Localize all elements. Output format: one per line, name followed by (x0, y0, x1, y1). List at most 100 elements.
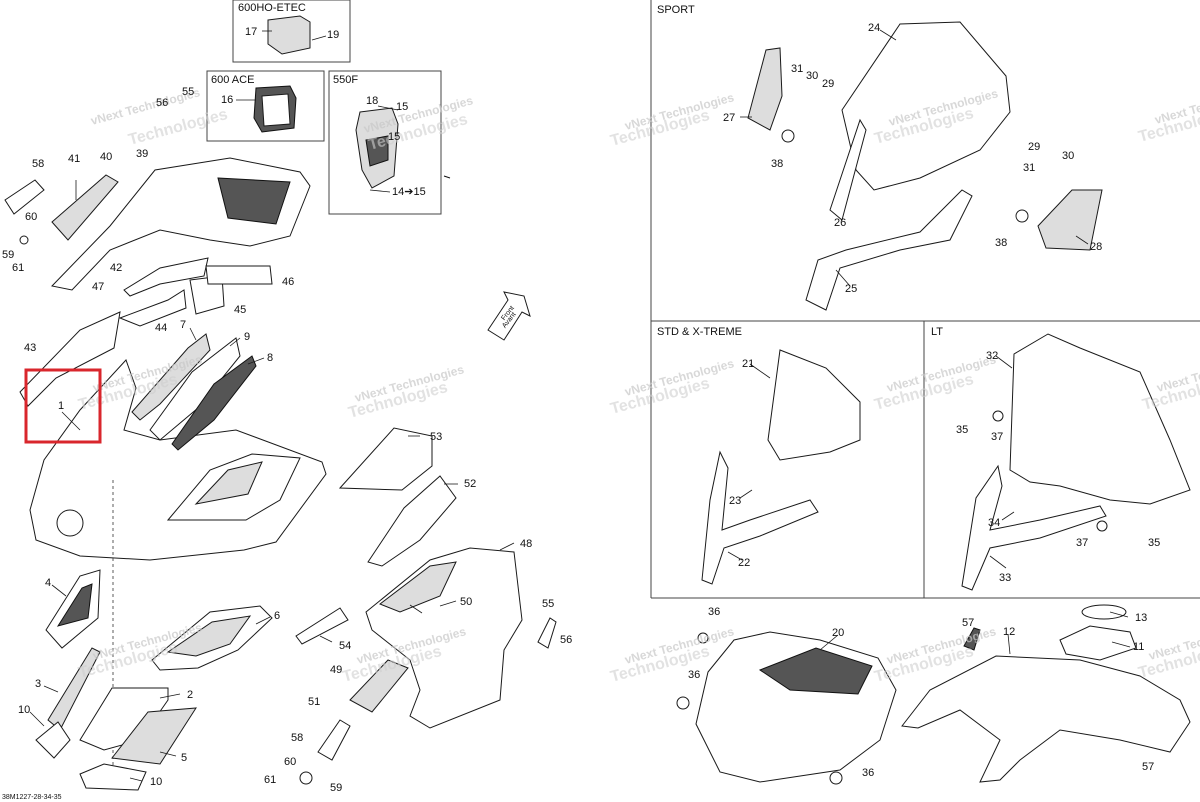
part-callout[interactable]: 50 (460, 596, 472, 608)
part-callout[interactable]: 2 (187, 689, 193, 701)
part-13-ring (1081, 604, 1127, 620)
part-callout[interactable]: 49 (330, 664, 342, 676)
part-callout[interactable]: 58 (32, 158, 44, 170)
part-callout[interactable]: 37 (1076, 537, 1088, 549)
part-callout[interactable]: 56 (156, 97, 168, 109)
part-12-console (901, 655, 1191, 783)
part-callout[interactable]: 43 (24, 342, 36, 354)
part-callout[interactable]: 38 (995, 237, 1007, 249)
part-callout[interactable]: 58 (291, 732, 303, 744)
section-title-sport: SPORT (657, 4, 695, 16)
part-callout[interactable]: 3 (35, 678, 41, 690)
part-callout[interactable]: 14➔15 (392, 186, 426, 198)
part-callout[interactable]: 9 (244, 331, 250, 343)
part-callout[interactable]: 4 (45, 577, 51, 589)
part-callout[interactable]: 1 (58, 400, 64, 412)
part-callout[interactable]: 45 (234, 304, 246, 316)
part-callout[interactable]: 16 (221, 94, 233, 106)
front-arrow: Front Avant (487, 291, 531, 341)
part-28-mirror (1037, 189, 1103, 251)
part-callout[interactable]: 41 (68, 153, 80, 165)
part-27-mirror (747, 47, 783, 131)
part-callout[interactable]: 12 (1003, 626, 1015, 638)
part-callout[interactable]: 60 (284, 756, 296, 768)
part-callout[interactable]: 54 (339, 640, 351, 652)
part-callout[interactable]: 10 (150, 776, 162, 788)
console-parts (676, 604, 1191, 785)
part-callout[interactable]: 7 (180, 319, 186, 331)
part-callout[interactable]: 33 (999, 572, 1011, 584)
part-callout[interactable]: 6 (274, 610, 280, 622)
part-callout[interactable]: 47 (92, 281, 104, 293)
part-43-trim (19, 311, 121, 407)
part-callout[interactable]: 35 (1148, 537, 1160, 549)
part-callout[interactable]: 61 (12, 262, 24, 274)
part-callout[interactable]: 36 (708, 606, 720, 618)
part-callout[interactable]: 59 (2, 249, 14, 261)
part-callout[interactable]: 23 (729, 495, 741, 507)
part-callout[interactable]: 30 (806, 70, 818, 82)
part-33-deflector (961, 464, 1107, 591)
part-callout[interactable]: 20 (832, 627, 844, 639)
part-callout[interactable]: 60 (25, 211, 37, 223)
part-10-pad-bottom (79, 763, 147, 791)
part-callout[interactable]: 56 (560, 634, 572, 646)
part-callout[interactable]: 57 (1142, 761, 1154, 773)
part-callout[interactable]: 38 (771, 158, 783, 170)
section-title-ace: 600 ACE (211, 74, 254, 86)
part-callout[interactable]: 40 (100, 151, 112, 163)
part-32-windshield (1009, 333, 1191, 505)
part-callout[interactable]: 35 (956, 424, 968, 436)
part-callout[interactable]: 52 (464, 478, 476, 490)
part-callout[interactable]: 42 (110, 262, 122, 274)
part-21-windshield (767, 349, 861, 461)
part-callout[interactable]: 28 (1090, 241, 1102, 253)
part-callout[interactable]: 51 (308, 696, 320, 708)
part-10-pad-left (35, 721, 71, 759)
part-callout[interactable]: 30 (1062, 150, 1074, 162)
part-callout[interactable]: 29 (822, 78, 834, 90)
part-callout[interactable]: 25 (845, 283, 857, 295)
etec-inset-frame (232, 0, 351, 63)
part-callout[interactable]: 46 (282, 276, 294, 288)
part-callout[interactable]: 15 (396, 101, 408, 113)
part-callout[interactable]: 27 (723, 112, 735, 124)
part-callout[interactable]: 26 (834, 217, 846, 229)
part-callout[interactable]: 37 (991, 431, 1003, 443)
part-25-deflector (805, 189, 973, 311)
part-callout[interactable]: 21 (742, 358, 754, 370)
part-callout[interactable]: 31 (1023, 162, 1035, 174)
part-callout[interactable]: 59 (330, 782, 342, 794)
part-callout[interactable]: 8 (267, 352, 273, 364)
part-callout[interactable]: 10 (18, 704, 30, 716)
part-7-vent (131, 333, 211, 421)
part-callout[interactable]: 32 (986, 350, 998, 362)
part-callout[interactable]: 5 (181, 752, 187, 764)
part-callout[interactable]: 22 (738, 557, 750, 569)
part-callout[interactable]: 15 (388, 131, 400, 143)
part-callout[interactable]: 18 (366, 95, 378, 107)
part-callout[interactable]: 55 (182, 86, 194, 98)
diagram-code: 38M1227-28-34-35 (2, 794, 62, 801)
part-callout[interactable]: 44 (155, 322, 167, 334)
part-callout[interactable]: 48 (520, 538, 532, 550)
part-callout[interactable]: 36 (862, 767, 874, 779)
part-callout[interactable]: 39 (136, 148, 148, 160)
part-callout[interactable]: 17 (245, 26, 257, 38)
part-callout[interactable]: 24 (868, 22, 880, 34)
part-callout[interactable]: 55 (542, 598, 554, 610)
part-callout[interactable]: 36 (688, 669, 700, 681)
part-callout[interactable]: 19 (327, 29, 339, 41)
part-callout[interactable]: 57 (962, 617, 974, 629)
part-callout[interactable]: 61 (264, 774, 276, 786)
part-callout[interactable]: 13 (1135, 612, 1147, 624)
part-52-panel (367, 475, 457, 567)
part-callout[interactable]: 31 (791, 63, 803, 75)
part-40-panel (51, 174, 119, 241)
part-callout[interactable]: 34 (988, 517, 1000, 529)
part-callout[interactable]: 11 (1133, 641, 1144, 653)
part-callout[interactable]: 53 (430, 431, 442, 443)
part-callout[interactable]: 29 (1028, 141, 1040, 153)
sport-windshield-parts (747, 21, 1103, 311)
section-frames (206, 0, 1200, 599)
